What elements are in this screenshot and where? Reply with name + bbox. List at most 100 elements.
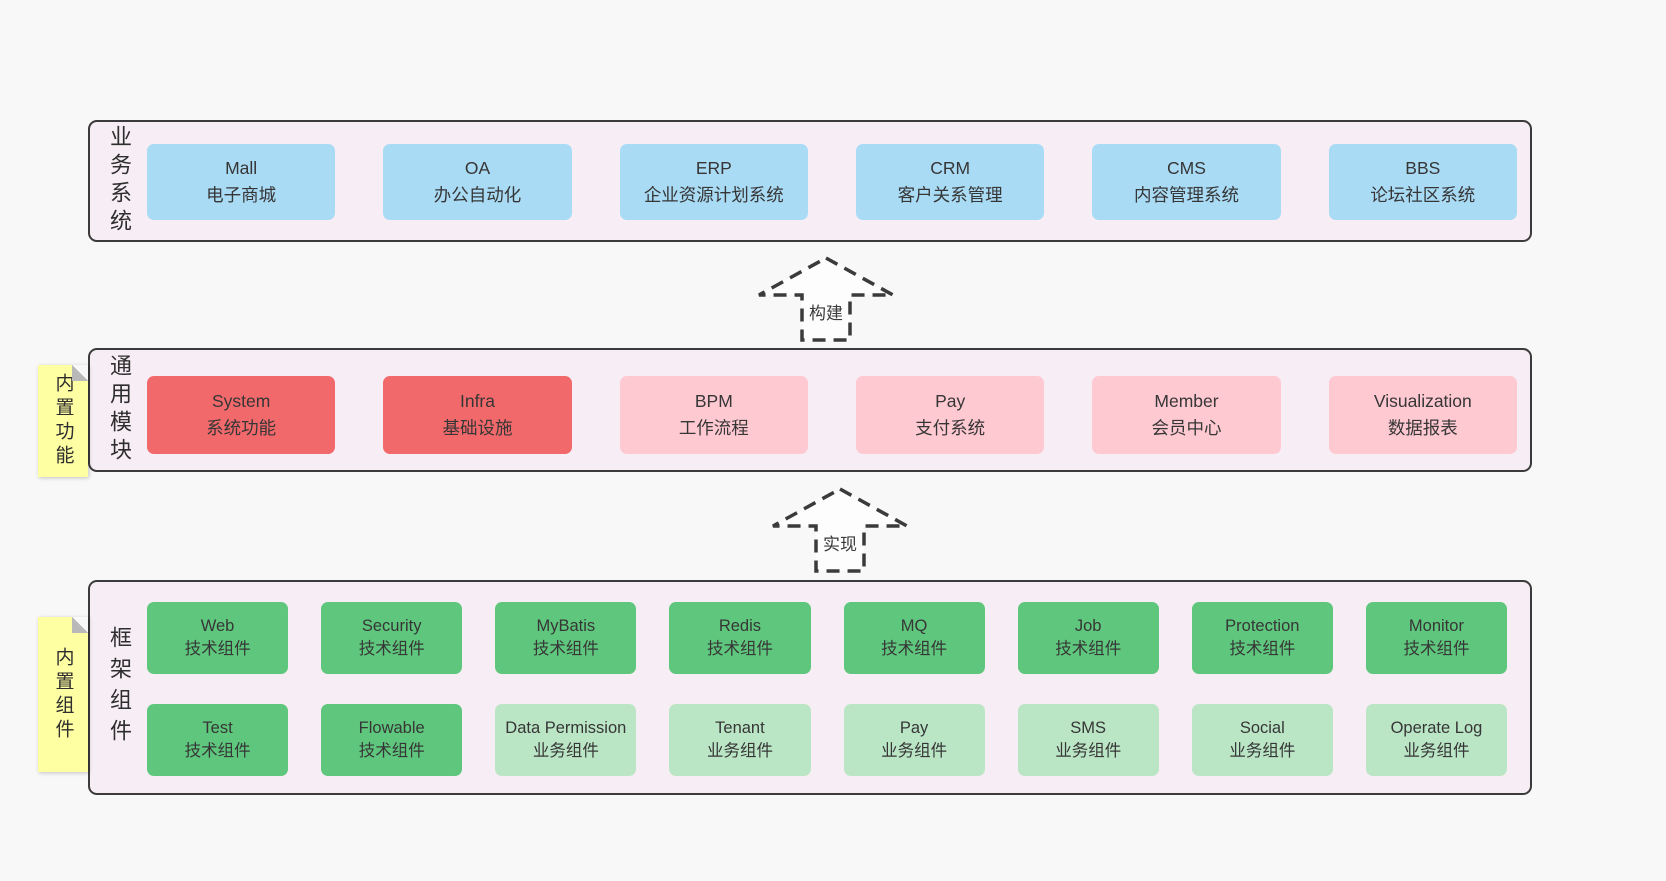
business-box-oa: OA 办公自动化 <box>383 144 572 220</box>
box-title: BBS <box>1405 158 1441 178</box>
box-title: Pay <box>899 719 929 737</box>
box-title: Job <box>1074 617 1102 635</box>
component-box-tenant: Tenant 业务组件 <box>669 704 811 776</box>
component-box-mybatis: MyBatis 技术组件 <box>495 602 637 674</box>
module-box-bpm: BPM 工作流程 <box>619 376 808 454</box>
box-title: SMS <box>1070 719 1107 737</box>
box-subtitle: 电子商城 <box>206 185 277 205</box>
component-box-security: Security 技术组件 <box>321 602 463 674</box>
module-box-visualization: Visualization 数据报表 <box>1328 376 1517 454</box>
box-subtitle: 基础设施 <box>442 418 513 438</box>
box-subtitle: 技术组件 <box>184 640 251 658</box>
box-title: Flowable <box>358 719 425 737</box>
box-subtitle: 数据报表 <box>1387 418 1458 438</box>
box-subtitle: 系统功能 <box>206 418 277 438</box>
box-subtitle: 技术组件 <box>532 640 599 658</box>
component-box-flowable: Flowable 技术组件 <box>321 704 463 776</box>
box-subtitle: 业务组件 <box>1229 742 1296 760</box>
common-modules-panel: 通用模块 System 系统功能 Infra 基础设施 BPM 工作流程 Pay… <box>88 348 1532 472</box>
box-subtitle: 业务组件 <box>881 742 948 760</box>
box-subtitle: 会员中心 <box>1151 418 1222 438</box>
box-title: ERP <box>695 158 732 178</box>
box-title: Data Permission <box>505 719 627 737</box>
modules-box-row: System 系统功能 Infra 基础设施 BPM 工作流程 Pay 支付系统… <box>147 376 1517 454</box>
builtin-components-note-text: 内置组件 <box>52 646 74 743</box>
box-title: Social <box>1239 719 1285 737</box>
box-title: BPM <box>694 391 733 411</box>
component-box-data-permission: Data Permission 业务组件 <box>495 704 637 776</box>
box-title: CMS <box>1167 158 1206 178</box>
component-box-web: Web 技术组件 <box>147 602 289 674</box>
component-box-protection: Protection 技术组件 <box>1191 602 1333 674</box>
business-systems-panel: 业务系统 Mall 电子商城 OA 办公自动化 ERP 企业资源计划系统 CRM… <box>88 120 1532 242</box>
component-box-monitor: Monitor 技术组件 <box>1365 602 1507 674</box>
box-subtitle: 技术组件 <box>1403 640 1470 658</box>
box-title: Web <box>200 617 235 635</box>
box-subtitle: 客户关系管理 <box>897 185 1003 205</box>
business-box-row: Mall 电子商城 OA 办公自动化 ERP 企业资源计划系统 CRM 客户关系… <box>147 144 1517 220</box>
box-title: Pay <box>935 391 966 411</box>
framework-components-panel: 框架组件 Web 技术组件 Security 技术组件 MyBatis 技术组件… <box>88 580 1532 795</box>
module-box-member: Member 会员中心 <box>1092 376 1281 454</box>
box-subtitle: 技术组件 <box>881 640 948 658</box>
box-subtitle: 技术组件 <box>358 640 425 658</box>
box-subtitle: 业务组件 <box>706 742 773 760</box>
box-title: Tenant <box>715 719 765 737</box>
box-subtitle: 论坛社区系统 <box>1370 185 1476 205</box>
components-box-row-1: Web 技术组件 Security 技术组件 MyBatis 技术组件 Redi… <box>147 602 1507 674</box>
box-subtitle: 办公自动化 <box>433 185 522 205</box>
components-box-row-2: Test 技术组件 Flowable 技术组件 Data Permission … <box>147 704 1507 776</box>
business-box-erp: ERP 企业资源计划系统 <box>619 144 808 220</box>
box-title: Mall <box>225 158 258 178</box>
component-box-redis: Redis 技术组件 <box>669 602 811 674</box>
build-arrow: 构建 <box>756 255 896 343</box>
box-title: Operate Log <box>1390 719 1483 737</box>
box-title: Monitor <box>1408 617 1464 635</box>
component-box-sms: SMS 业务组件 <box>1017 704 1159 776</box>
box-title: Visualization <box>1373 391 1472 411</box>
box-subtitle: 技术组件 <box>1229 640 1296 658</box>
box-title: Security <box>361 617 422 635</box>
builtin-features-note: 内置功能 <box>38 365 88 477</box>
box-title: CRM <box>930 158 971 178</box>
box-subtitle: 技术组件 <box>358 742 425 760</box>
box-subtitle: 技术组件 <box>1055 640 1122 658</box>
business-box-cms: CMS 内容管理系统 <box>1092 144 1281 220</box>
module-box-system: System 系统功能 <box>147 376 336 454</box>
business-box-crm: CRM 客户关系管理 <box>855 144 1045 220</box>
component-box-social: Social 业务组件 <box>1191 704 1333 776</box>
module-box-pay: Pay 支付系统 <box>855 376 1045 454</box>
box-title: Protection <box>1225 617 1300 635</box>
box-title: Member <box>1154 391 1219 411</box>
box-title: Redis <box>718 617 762 635</box>
box-subtitle: 技术组件 <box>184 742 251 760</box>
component-box-pay: Pay 业务组件 <box>843 704 985 776</box>
modules-panel-label: 通用模块 <box>107 354 132 466</box>
box-title: MyBatis <box>536 617 596 635</box>
component-box-test: Test 技术组件 <box>147 704 289 776</box>
business-panel-label: 业务系统 <box>107 125 132 237</box>
build-arrow-label: 构建 <box>806 299 846 324</box>
business-box-mall: Mall 电子商城 <box>147 144 336 220</box>
box-subtitle: 支付系统 <box>915 418 986 438</box>
box-subtitle: 技术组件 <box>706 640 773 658</box>
builtin-components-note: 内置组件 <box>38 617 88 772</box>
box-title: Infra <box>459 391 495 411</box>
box-title: MQ <box>900 617 928 635</box>
box-subtitle: 业务组件 <box>532 742 599 760</box>
box-title: System <box>211 391 271 411</box>
builtin-features-note-text: 内置功能 <box>52 373 74 469</box>
component-box-job: Job 技术组件 <box>1017 602 1159 674</box>
box-title: OA <box>464 158 491 178</box>
component-box-mq: MQ 技术组件 <box>843 602 985 674</box>
box-subtitle: 内容管理系统 <box>1133 185 1239 205</box>
components-panel-label: 框架组件 <box>107 625 132 750</box>
business-box-bbs: BBS 论坛社区系统 <box>1328 144 1517 220</box>
box-subtitle: 企业资源计划系统 <box>643 185 784 205</box>
box-subtitle: 工作流程 <box>678 418 749 438</box>
implement-arrow-label: 实现 <box>820 530 860 555</box>
box-subtitle: 业务组件 <box>1403 742 1470 760</box>
module-box-infra: Infra 基础设施 <box>383 376 572 454</box>
box-subtitle: 业务组件 <box>1055 742 1122 760</box>
component-box-operate-log: Operate Log 业务组件 <box>1365 704 1507 776</box>
